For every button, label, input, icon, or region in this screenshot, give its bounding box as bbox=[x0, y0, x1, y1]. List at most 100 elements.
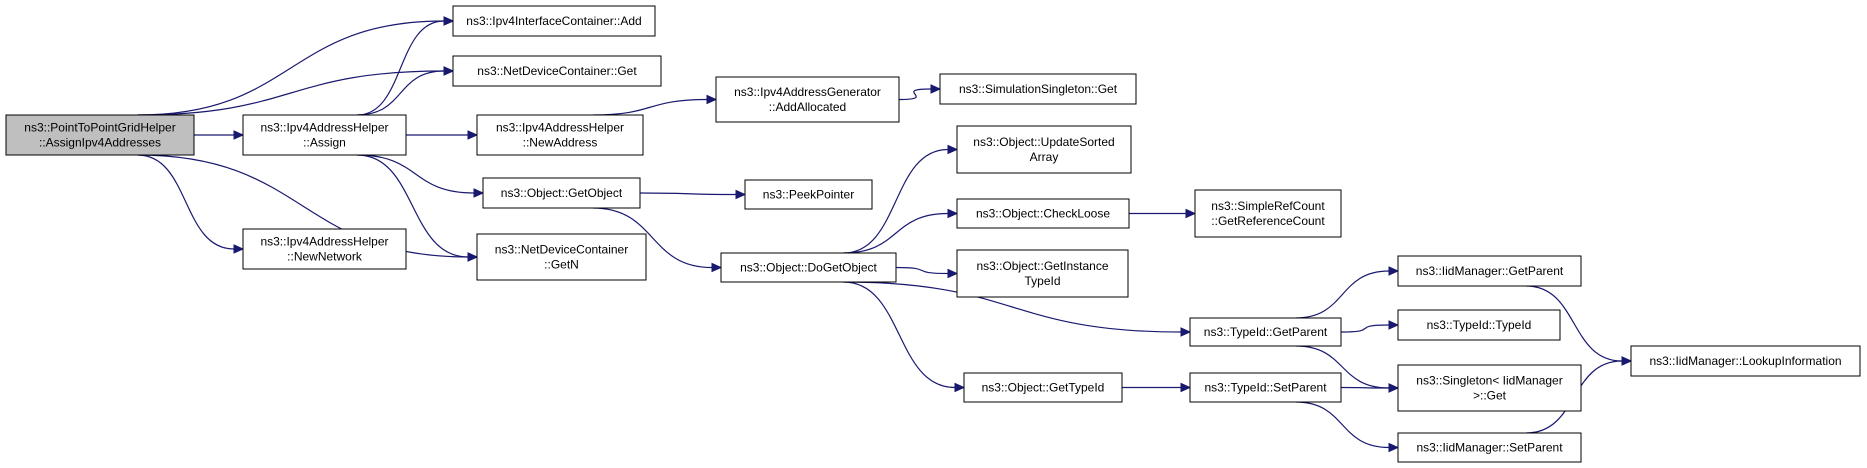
edge-ah-assign-to-obj-getobject bbox=[357, 154, 485, 198]
node-label: ns3::TypeId::SetParent bbox=[1204, 381, 1327, 395]
call-edges bbox=[137, 16, 1633, 453]
node-typeid-setparent[interactable]: ns3::TypeId::SetParent bbox=[1189, 372, 1342, 403]
node-box bbox=[452, 55, 662, 87]
node-label: ns3::IidManager::LookupInformation bbox=[1649, 354, 1841, 368]
node-label: ::GetReferenceCount bbox=[1211, 214, 1325, 228]
node-root[interactable]: ns3::PointToPointGridHelper::AssignIpv4A… bbox=[5, 114, 195, 156]
node-label: ns3::PeekPointer bbox=[763, 188, 854, 202]
node-ah-newaddr[interactable]: ns3::Ipv4AddressHelper::NewAddress bbox=[476, 114, 644, 156]
edge-root-to-ah-newnet bbox=[137, 154, 245, 254]
node-ndc-get[interactable]: ns3::NetDeviceContainer::Get bbox=[452, 55, 662, 87]
node-ic-add[interactable]: ns3::Ipv4InterfaceContainer::Add bbox=[452, 5, 656, 37]
node-box bbox=[1189, 372, 1342, 403]
edge-ah-assign-to-ah-newaddr bbox=[406, 130, 479, 140]
edge-obj-gettypeid-to-typeid-setparent bbox=[1122, 382, 1192, 393]
edge-root-to-ic-add bbox=[137, 16, 455, 116]
edge-ah-assign-to-ndc-get bbox=[357, 66, 455, 116]
edge-ah-assign-to-ndc-getn bbox=[357, 154, 479, 262]
node-box bbox=[1189, 317, 1342, 347]
node-label: ns3::TypeId::TypeId bbox=[1427, 318, 1532, 332]
node-singleton-get[interactable]: ns3::Singleton< IidManager>::Get bbox=[1397, 364, 1582, 412]
node-obj-getobject[interactable]: ns3::Object::GetObject bbox=[482, 177, 641, 209]
node-typeid-typeid[interactable]: ns3::TypeId::TypeId bbox=[1397, 309, 1561, 341]
node-box bbox=[1194, 189, 1342, 238]
node-box bbox=[744, 179, 873, 210]
node-peekpointer[interactable]: ns3::PeekPointer bbox=[744, 179, 873, 210]
node-label: ns3::IidManager::GetParent bbox=[1416, 264, 1564, 278]
node-box bbox=[715, 76, 900, 123]
edge-typeid-setparent-to-singleton-get bbox=[1340, 383, 1400, 393]
node-iid-lookup[interactable]: ns3::IidManager::LookupInformation bbox=[1630, 345, 1861, 377]
node-box bbox=[1397, 364, 1582, 412]
node-label: ns3::Object::UpdateSorted bbox=[973, 135, 1114, 149]
node-box bbox=[1630, 345, 1861, 377]
node-label: ns3::Object::CheckLoose bbox=[976, 207, 1110, 221]
node-box bbox=[1397, 255, 1582, 287]
node-label: ns3::SimulationSingleton::Get bbox=[959, 82, 1118, 96]
node-label: ns3::Ipv4AddressGenerator bbox=[734, 85, 881, 99]
edge-obj-dogetobject-to-obj-checkloose bbox=[843, 208, 959, 254]
edge-typeid-getparent-to-iid-getparent bbox=[1295, 266, 1400, 319]
node-label: >::Get bbox=[1473, 389, 1507, 403]
node-box bbox=[242, 228, 407, 270]
node-box bbox=[956, 125, 1132, 174]
node-box bbox=[476, 233, 647, 281]
edge-root-to-ndc-get bbox=[137, 66, 455, 116]
node-box bbox=[1397, 432, 1582, 463]
node-label: ::Assign bbox=[303, 136, 346, 150]
node-label: ::AssignIpv4Addresses bbox=[39, 136, 161, 150]
edge-obj-dogetobject-to-typeid-getparent bbox=[843, 281, 1192, 337]
edge-typeid-setparent-to-iid-setparent bbox=[1295, 401, 1400, 453]
node-label: ns3::IidManager::SetParent bbox=[1416, 441, 1563, 455]
node-label: ns3::NetDeviceContainer bbox=[495, 243, 628, 257]
node-label: ns3::Object::GetTypeId bbox=[982, 381, 1105, 395]
node-label: ns3::NetDeviceContainer::Get bbox=[477, 64, 637, 78]
node-label: ns3::Ipv4AddressHelper bbox=[260, 235, 388, 249]
node-label: ns3::PointToPointGridHelper bbox=[24, 121, 175, 135]
edge-typeid-getparent-to-typeid-typeid bbox=[1340, 320, 1400, 333]
node-iid-getparent[interactable]: ns3::IidManager::GetParent bbox=[1397, 255, 1582, 287]
node-srefcount[interactable]: ns3::SimpleRefCount::GetReferenceCount bbox=[1194, 189, 1342, 238]
node-label: ns3::Object::DoGetObject bbox=[740, 261, 877, 275]
node-label: ns3::Ipv4InterfaceContainer::Add bbox=[466, 14, 641, 28]
node-ag-addalloc[interactable]: ns3::Ipv4AddressGenerator::AddAllocated bbox=[715, 76, 900, 123]
node-label: TypeId bbox=[1024, 274, 1060, 288]
node-label: ::NewAddress bbox=[523, 136, 598, 150]
node-label: ns3::Singleton< IidManager bbox=[1416, 374, 1562, 388]
node-obj-checkloose[interactable]: ns3::Object::CheckLoose bbox=[956, 198, 1130, 229]
node-ah-newnet[interactable]: ns3::Ipv4AddressHelper::NewNetwork bbox=[242, 228, 407, 270]
edge-obj-getobject-to-obj-dogetobject bbox=[592, 207, 723, 273]
edge-ag-addalloc-to-simsingleton-get bbox=[898, 84, 942, 101]
edge-ah-newaddr-to-ag-addalloc bbox=[593, 94, 718, 116]
node-obj-gettypeid[interactable]: ns3::Object::GetTypeId bbox=[963, 372, 1123, 403]
node-label: ns3::Object::GetObject bbox=[501, 186, 623, 200]
node-label: ::AddAllocated bbox=[769, 100, 846, 114]
node-box bbox=[720, 252, 897, 283]
node-label: ns3::TypeId::GetParent bbox=[1204, 325, 1328, 339]
node-ah-assign[interactable]: ns3::Ipv4AddressHelper::Assign bbox=[242, 114, 407, 156]
node-iid-setparent[interactable]: ns3::IidManager::SetParent bbox=[1397, 432, 1582, 463]
node-box bbox=[476, 114, 644, 156]
edge-ah-assign-to-ic-add bbox=[357, 16, 455, 116]
edge-obj-dogetobject-to-obj-getinstance bbox=[895, 266, 959, 279]
node-ndc-getn[interactable]: ns3::NetDeviceContainer::GetN bbox=[476, 233, 647, 281]
edge-root-to-ah-assign bbox=[194, 130, 245, 140]
node-box bbox=[963, 372, 1123, 403]
edge-obj-dogetobject-to-obj-updatesorted bbox=[843, 144, 959, 254]
node-obj-dogetobject[interactable]: ns3::Object::DoGetObject bbox=[720, 252, 897, 283]
node-box bbox=[1397, 309, 1561, 341]
node-label: Array bbox=[1030, 150, 1059, 164]
node-box bbox=[5, 114, 195, 156]
node-box bbox=[482, 177, 641, 209]
edge-obj-checkloose-to-srefcount bbox=[1129, 208, 1197, 219]
node-box bbox=[242, 114, 407, 156]
node-box bbox=[956, 249, 1129, 298]
node-typeid-getparent[interactable]: ns3::TypeId::GetParent bbox=[1189, 317, 1342, 347]
node-simsingleton-get[interactable]: ns3::SimulationSingleton::Get bbox=[939, 73, 1137, 105]
edge-obj-getobject-to-peekpointer bbox=[639, 189, 747, 200]
function-nodes: ns3::PointToPointGridHelper::AssignIpv4A… bbox=[5, 5, 1861, 463]
node-label: ::NewNetwork bbox=[287, 250, 363, 264]
